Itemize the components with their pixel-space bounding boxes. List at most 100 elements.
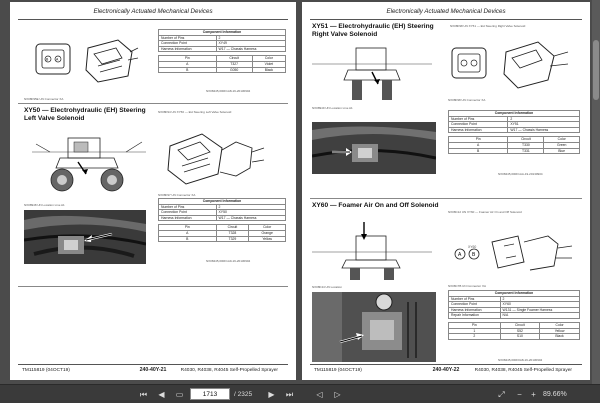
- circuit-cell: T329: [215, 235, 250, 243]
- sprayer-location-drawing: [312, 216, 432, 282]
- row-label: Number of Pins: [447, 115, 509, 123]
- page-number-field-icon: ▭: [175, 390, 184, 399]
- section-divider: [18, 103, 288, 104]
- table-title: Component Information: [448, 290, 580, 297]
- row-value: 2: [507, 115, 580, 123]
- connector-drawing: [167, 133, 265, 185]
- reference-id: NX08445,000F1AA-19-20130904: [498, 172, 543, 176]
- page-footer: TM115819 (04OCT19) 240-40Y-22 R4030, R40…: [310, 364, 582, 374]
- col-color: Color: [539, 322, 580, 329]
- connector-figure: A B: [448, 218, 578, 278]
- photo-image: [312, 292, 436, 362]
- section-title: XY50 — Electrohydraulic (EH) Steering Le…: [24, 107, 146, 122]
- connector-drawing: [451, 41, 569, 89]
- sprayer-location-drawing: [30, 124, 148, 200]
- sprayer-location-drawing: [312, 42, 432, 104]
- circuit-cell: T331: [507, 147, 545, 155]
- section-divider: [310, 198, 582, 199]
- color-cell: Black: [251, 66, 287, 74]
- footer-page-number: 240-40Y-21: [139, 367, 167, 373]
- zoom-in-icon[interactable]: +: [531, 390, 536, 399]
- fit-icon[interactable]: ⤢: [498, 390, 505, 399]
- page-left: Electronically Actuated Mechanical Devic…: [10, 2, 296, 380]
- figure-caption: NX08F98 UN XY51 — EH Steering Right Valv…: [450, 24, 526, 28]
- pin-cell: B: [447, 147, 509, 155]
- color-cell: Violet: [251, 61, 287, 68]
- section-title: XY60 — Foamer Air On and Off Solenoid: [312, 202, 439, 209]
- connector-figure: B A: [32, 30, 142, 90]
- page-total: / 2325: [234, 391, 253, 398]
- photo-image: [312, 122, 436, 174]
- forward-icon[interactable]: ▷: [334, 390, 341, 399]
- footer-page-number: 240-40Y-22: [432, 367, 460, 373]
- connector-figure: [448, 32, 578, 94]
- color-cell: Blue: [543, 147, 580, 155]
- pin-cell: 2: [448, 333, 501, 340]
- scroll-thumb[interactable]: [593, 40, 599, 100]
- section-title-line: XY51 — Electrohydraulic (EH) Steering: [312, 23, 434, 30]
- sprayer-drawing: [32, 137, 146, 192]
- figure-caption: NX08F94 UN XY50 — EH Steering Left Valve…: [158, 110, 232, 114]
- color-cell: Black: [539, 333, 580, 340]
- location-photo: [312, 292, 436, 362]
- connector-drawing: A B: [454, 235, 573, 271]
- figure-caption: NX08F95E UN Connector XA: [24, 97, 64, 101]
- circuit-cell: S10: [499, 333, 541, 340]
- figure-caption: NX08948 UN Location Line A1: [24, 203, 65, 207]
- col-pin: Pin: [448, 322, 501, 329]
- svg-text:B: B: [472, 252, 476, 258]
- svg-text:A: A: [458, 252, 462, 258]
- sprayer-drawing: [312, 222, 432, 280]
- zoom-level[interactable]: 89.66%: [543, 391, 567, 398]
- reference-id: NX08445,000F0A8-19-20130904: [498, 358, 543, 362]
- vertical-scrollbar[interactable]: [592, 0, 600, 384]
- section-title-line: XY50 — Electrohydraulic (EH) Steering: [24, 107, 146, 114]
- row-value: 2: [499, 295, 581, 303]
- section-divider: [18, 286, 288, 287]
- pin-cell: B: [158, 66, 217, 74]
- section-title-line: Left Valve Solenoid: [24, 114, 85, 122]
- figure-caption: NX08F97 UN Connector XA: [158, 193, 196, 197]
- page-header: Electronically Actuated Mechanical Devic…: [310, 6, 582, 20]
- svg-text:A: A: [56, 58, 59, 62]
- back-icon[interactable]: ◁: [316, 390, 323, 399]
- figure-caption: NX08C12 UN XY60 — Foamer Air On and Off …: [448, 210, 522, 214]
- color-cell: Yellow: [248, 235, 286, 243]
- figure-caption: NX08949 UN Location Line A1: [312, 106, 353, 110]
- page-header: Electronically Actuated Mechanical Devic…: [18, 6, 288, 20]
- footer-doc-id: TM115819 (04OCT19): [314, 368, 362, 373]
- reference-id: NX08445,000F1A8-19-20130904: [206, 89, 251, 93]
- location-photo: [312, 122, 436, 174]
- footer-doc-id: TM115819 (04OCT19): [22, 368, 70, 373]
- zoom-out-icon[interactable]: −: [517, 390, 522, 399]
- color-cell: Yellow: [539, 327, 580, 335]
- circuit-cell: G050: [215, 66, 253, 74]
- pin-cell: 1: [448, 327, 501, 335]
- row-value: XY51: [507, 121, 580, 128]
- row-value: XY60: [499, 301, 581, 308]
- section-title: XY51 — Electrohydraulic (EH) Steering Ri…: [312, 23, 434, 38]
- prev-page-icon[interactable]: ◀: [158, 390, 165, 399]
- page-footer: TM115819 (04OCT19) 240-40Y-21 R4030, R40…: [18, 364, 288, 374]
- pin-cell: B: [158, 235, 217, 243]
- connector-label: XY60: [468, 245, 477, 249]
- location-photo: [24, 210, 146, 264]
- sprayer-drawing: [312, 47, 432, 100]
- figure-caption: NX08C7B UN Connector XA: [448, 284, 487, 288]
- page-number-input[interactable]: [190, 388, 230, 400]
- reference-id: NX08445,000F1A9-19-20130904: [206, 259, 251, 263]
- first-page-icon[interactable]: ⏮: [139, 390, 148, 399]
- svg-text:B: B: [46, 58, 49, 62]
- table-title: Component Information: [448, 110, 580, 117]
- last-page-icon[interactable]: ⏭: [285, 390, 294, 399]
- footer-model: R4030, R4038, R4045 Self-Propelled Spray…: [474, 368, 572, 373]
- navigation-toolbar: ⏮ ◀ ▭ / 2325 ▶ ⏭ ◁ ▷ ⤢ − + 89.66%: [0, 384, 600, 403]
- connector-drawing: B A: [35, 39, 139, 83]
- page-right: Electronically Actuated Mechanical Devic…: [302, 2, 590, 380]
- next-page-icon[interactable]: ▶: [268, 390, 275, 399]
- figure-caption: NX08F98 UN Connector XA: [448, 98, 486, 102]
